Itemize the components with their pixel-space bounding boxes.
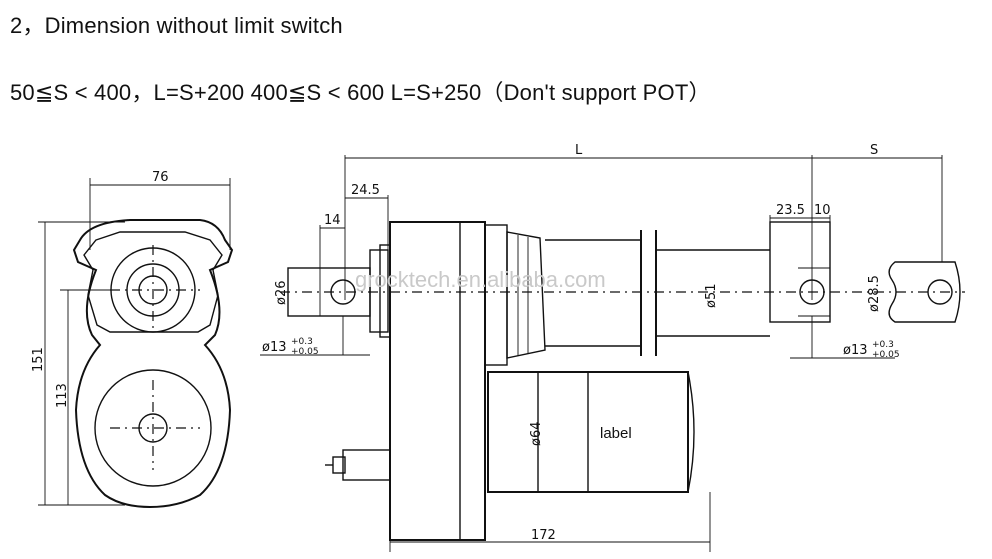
gearbox-housing	[389, 221, 486, 541]
dim-dia-64-label: ø64	[529, 422, 544, 447]
dim-172-label: 172	[531, 528, 556, 543]
section-heading: 2，Dimension without limit switch	[10, 13, 343, 38]
dim-23-5-label: 23.5	[776, 203, 805, 218]
hole-left-tol-plus: +0.3	[291, 337, 313, 347]
motor-label: label	[600, 425, 632, 442]
hole-right-label: ø13	[843, 343, 868, 358]
length-formula: 50≦S < 400，L=S+200 400≦S < 600 L=S+250（D…	[10, 80, 711, 105]
dim-dia-51-label: ø51	[704, 284, 719, 309]
hole-right-tol-plus: +0.3	[872, 340, 894, 350]
dim-14-label: 14	[324, 213, 341, 228]
dim-76-label: 76	[152, 170, 169, 185]
front-view: 76 151 113	[31, 170, 234, 509]
dim-151-label: 151	[31, 347, 46, 372]
hole-left-tol-minus: +0.05	[291, 347, 319, 357]
dim-113-label: 113	[55, 383, 70, 408]
front-view-outline	[72, 219, 234, 509]
dim-24-5-label: 24.5	[351, 183, 380, 198]
hole-right-tol-minus: +0.05	[872, 350, 900, 360]
dim-L-label: L	[575, 143, 583, 158]
dim-dia-28-5-label: ø28.5	[867, 275, 882, 312]
watermark: grocktech.en.alibaba.com	[355, 267, 606, 292]
dim-10-label: 10	[814, 203, 831, 218]
side-view: label L S 24.5 14 23.5 10 ø26 ø51 ø28.5	[260, 143, 965, 552]
dim-dia-26-label: ø26	[274, 281, 289, 306]
hole-left-label: ø13	[262, 340, 287, 355]
dim-S-label: S	[870, 143, 878, 158]
